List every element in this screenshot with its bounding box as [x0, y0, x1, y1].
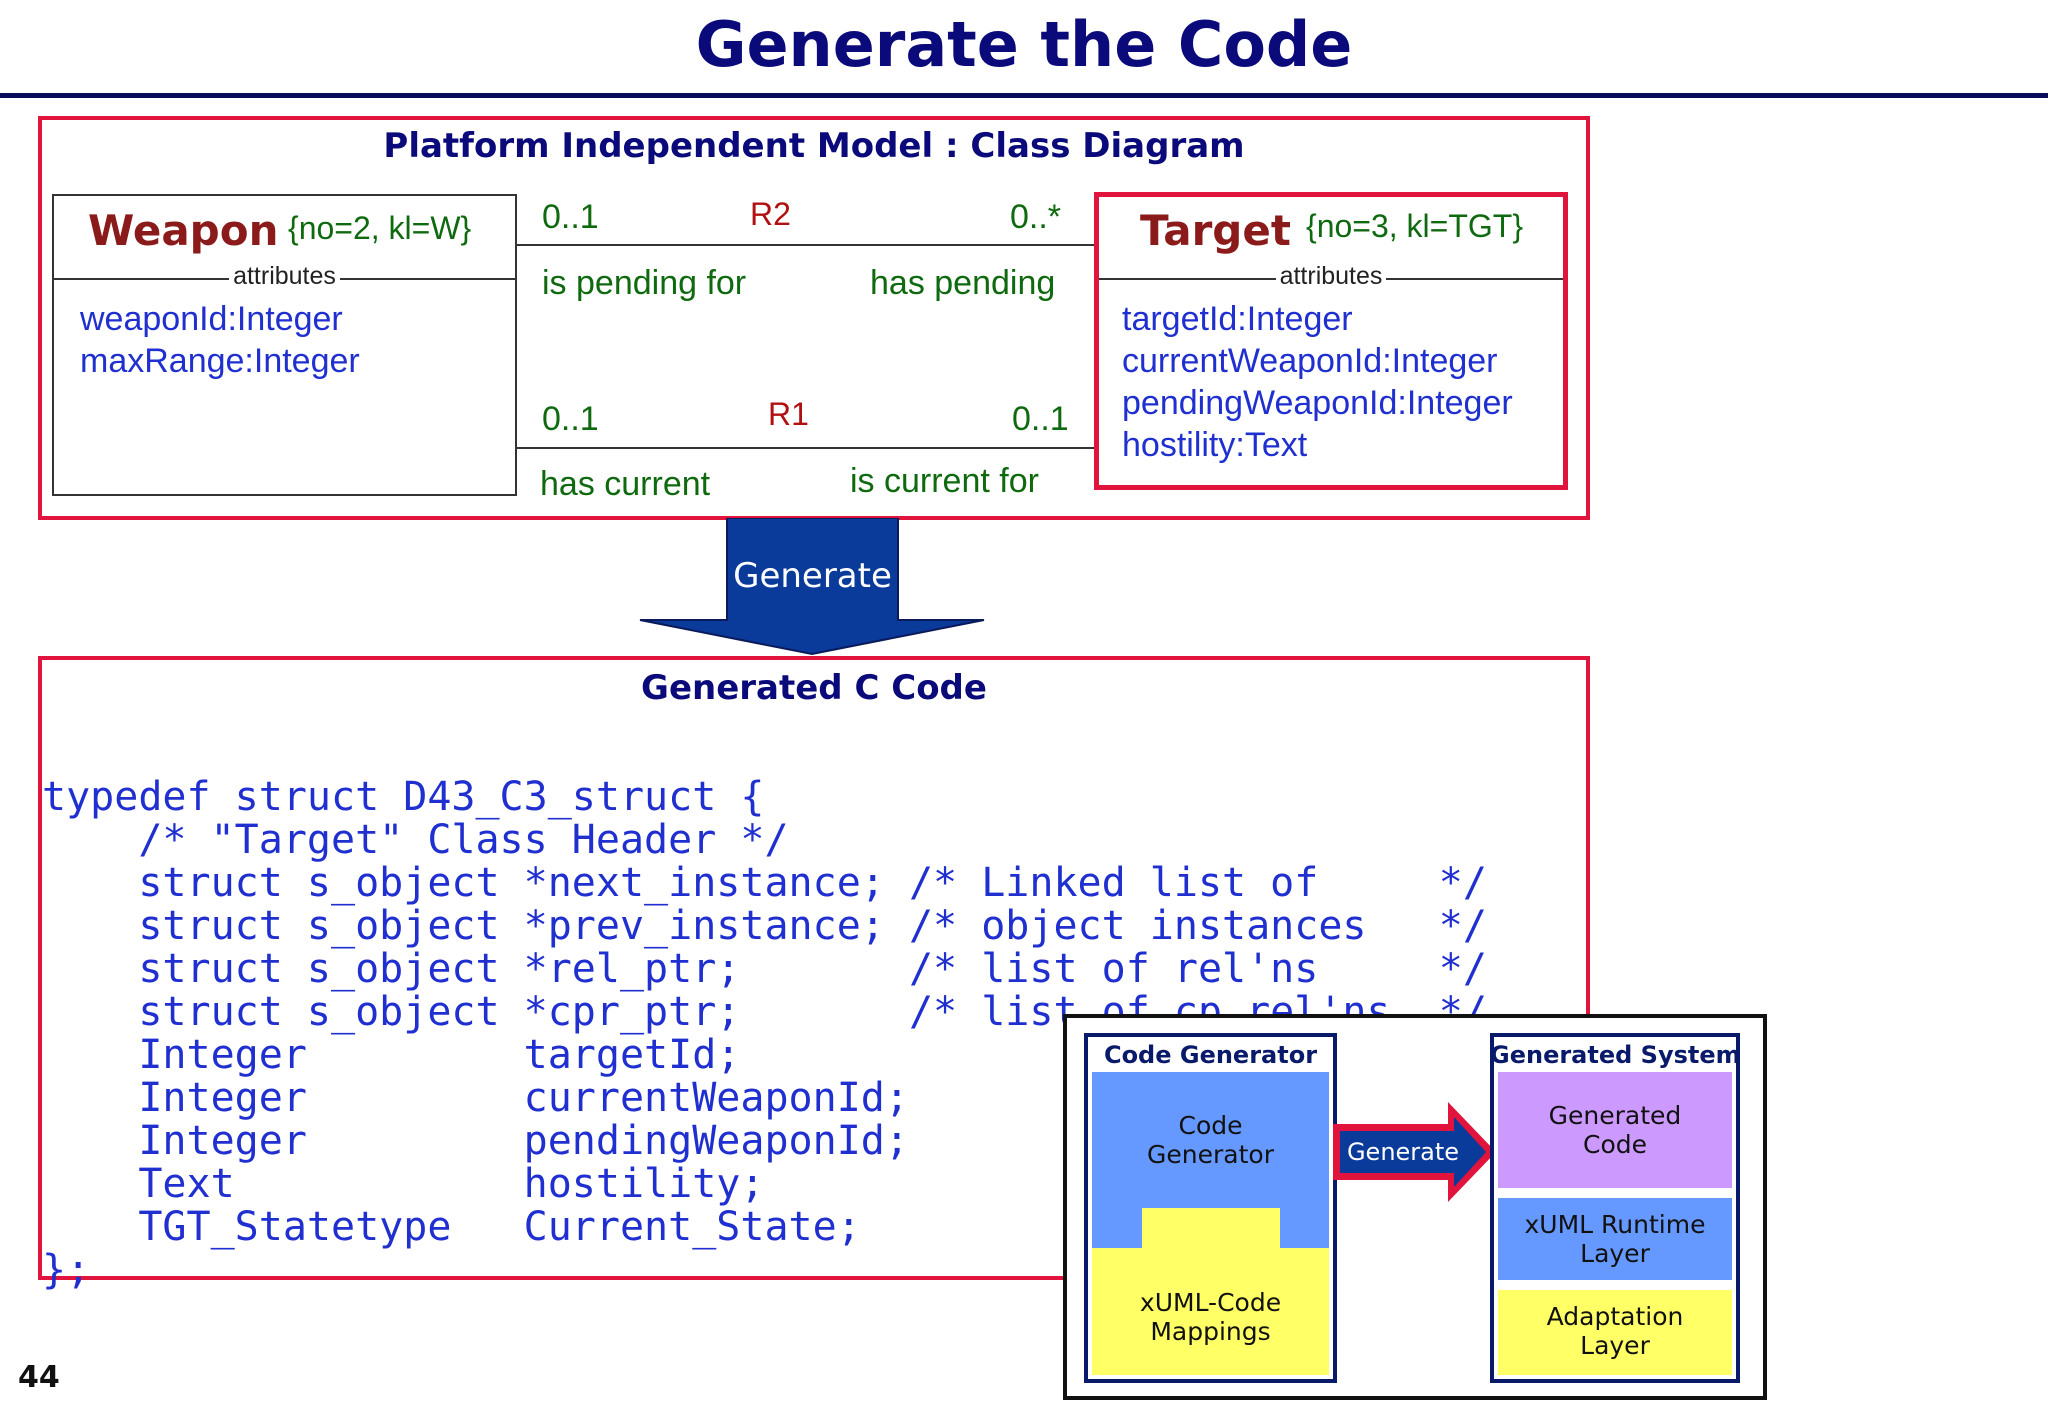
target-class-name: Target: [1140, 206, 1291, 255]
r1-label: R1: [768, 396, 809, 432]
generated-code-block: [1498, 1072, 1732, 1188]
generate-arrow-label: Generate: [733, 556, 892, 596]
code-line: Integer targetId;: [42, 1032, 741, 1078]
r2-right-phrase: has pending: [870, 264, 1056, 302]
code-line: TGT_Statetype Current_State;: [42, 1204, 861, 1250]
code-line: Integer currentWeaponId;: [42, 1075, 909, 1121]
weapon-attr-1: weaponId:Integer: [80, 300, 343, 338]
generate-right-arrow: [1333, 1102, 1496, 1202]
r1-line: [517, 447, 1094, 449]
runtime-layer-block: [1498, 1198, 1732, 1280]
generate-down-arrow: [639, 518, 985, 656]
r1-right-phrase: is current for: [850, 462, 1039, 500]
adaptation-layer-label: Adaptation Layer: [1546, 1302, 1684, 1360]
r2-label: R2: [750, 196, 791, 232]
runtime-layer-label: xUML Runtime Layer: [1524, 1210, 1706, 1268]
code-generator-shape: [1092, 1072, 1329, 1248]
code-generator-title: Code Generator: [1103, 1041, 1318, 1069]
c-code-title: Generated C Code: [641, 668, 987, 708]
code-line: typedef struct D43_C3_struct {: [42, 774, 765, 820]
weapon-attributes-label: attributes: [229, 262, 340, 290]
weapon-class-name: Weapon: [88, 206, 279, 255]
pim-title: Platform Independent Model : Class Diagr…: [383, 126, 1245, 166]
code-generator-label: Code Generator: [1147, 1111, 1274, 1169]
c-code-block: typedef struct D43_C3_struct { /* "Targe…: [42, 733, 1487, 1335]
r2-left-multiplicity: 0..1: [542, 198, 599, 236]
target-attr-2: currentWeaponId:Integer: [1122, 342, 1498, 380]
r2-left-phrase: is pending for: [542, 264, 747, 302]
mappings-label: xUML-Code Mappings: [1139, 1288, 1282, 1346]
target-class-key: {no=3, kl=TGT}: [1306, 208, 1524, 244]
r2-line: [517, 244, 1094, 246]
code-line: struct s_object *prev_instance; /* objec…: [42, 903, 1487, 949]
generate-right-arrow-label: Generate: [1346, 1138, 1460, 1166]
r1-left-multiplicity: 0..1: [542, 400, 599, 438]
r2-right-multiplicity: 0..*: [1010, 198, 1062, 236]
r1-right-multiplicity: 0..1: [1012, 400, 1069, 438]
target-attributes-label: attributes: [1275, 262, 1387, 290]
weapon-class-key: {no=2, kl=W}: [288, 210, 472, 246]
generated-code-label: Generated Code: [1548, 1101, 1682, 1159]
adaptation-layer-block: [1498, 1290, 1732, 1375]
weapon-class-box: [52, 194, 517, 496]
code-line: struct s_object *next_instance; /* Linke…: [42, 860, 1487, 906]
code-line: };: [42, 1247, 91, 1293]
weapon-attr-label-wrap: attributes: [52, 262, 517, 291]
page-number: 44: [18, 1360, 60, 1395]
target-attr-1: targetId:Integer: [1122, 300, 1353, 338]
weapon-attr-2: maxRange:Integer: [80, 342, 360, 380]
code-line: struct s_object *rel_ptr; /* list of rel…: [42, 946, 1487, 992]
r1-left-phrase: has current: [540, 465, 711, 503]
target-class-box: [1094, 192, 1568, 490]
target-attr-3: pendingWeaponId:Integer: [1122, 384, 1513, 422]
target-attr-4: hostility:Text: [1122, 426, 1308, 464]
code-line: Text hostility;: [42, 1161, 765, 1207]
target-attr-label-wrap: attributes: [1099, 262, 1563, 291]
generated-system-title: Generated System: [1490, 1041, 1741, 1069]
code-line: Integer pendingWeaponId;: [42, 1118, 909, 1164]
slide-title: Generate the Code: [695, 8, 1353, 81]
code-line: /* "Target" Class Header */: [42, 817, 789, 863]
title-rule: [0, 93, 2048, 98]
